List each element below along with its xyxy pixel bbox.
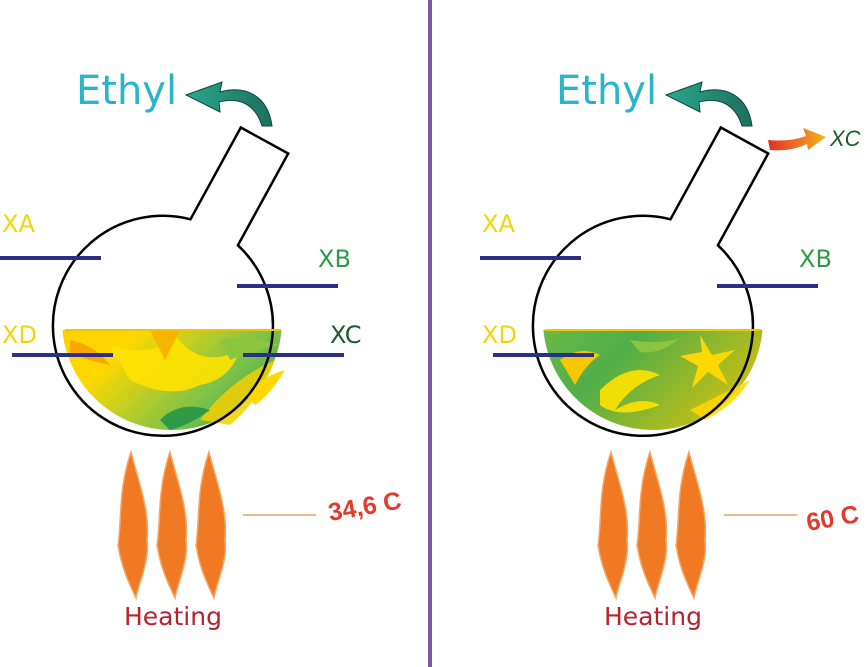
xb-label-left: XB bbox=[318, 245, 351, 273]
right-panel: Ethyl XC XA XB XD 60 C Heating bbox=[480, 68, 861, 631]
ethyl-label-left: Ethyl bbox=[76, 68, 177, 114]
xc-out-label: XC bbox=[829, 126, 861, 151]
flames-right bbox=[597, 449, 707, 601]
xd-label-left: XD bbox=[2, 321, 37, 349]
flask-left bbox=[51, 125, 290, 438]
ethyl-label-right: Ethyl bbox=[556, 68, 657, 114]
xc-out-arrow bbox=[768, 128, 826, 151]
flask-liquid-right bbox=[543, 330, 763, 430]
ethyl-arrow-right bbox=[664, 81, 753, 127]
xc-label-left: XC bbox=[330, 321, 361, 349]
flask-liquid-left bbox=[62, 330, 285, 430]
flask-right bbox=[531, 125, 770, 438]
xa-label-right: XA bbox=[482, 210, 515, 238]
flames-left bbox=[117, 449, 227, 601]
heating-label-left: Heating bbox=[124, 602, 222, 631]
heating-label-right: Heating bbox=[604, 602, 702, 631]
temperature-right: 60 C bbox=[804, 500, 861, 537]
left-panel: Ethyl XA XB XC XD 34,6 C Heating bbox=[0, 68, 404, 631]
ethyl-arrow-left bbox=[184, 81, 273, 127]
xa-label-left: XA bbox=[2, 210, 35, 238]
xd-label-right: XD bbox=[482, 321, 517, 349]
xb-label-right: XB bbox=[799, 245, 832, 273]
temperature-left: 34,6 C bbox=[326, 487, 403, 527]
